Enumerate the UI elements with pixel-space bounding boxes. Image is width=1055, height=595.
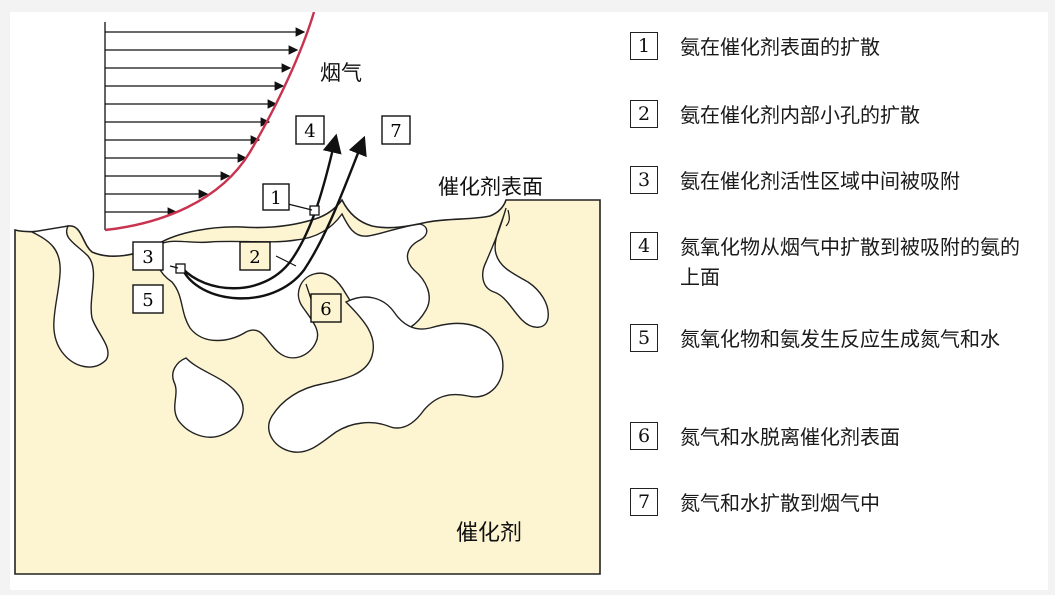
legend-item-4: 4 氮氧化物从烟气中扩散到被吸附的氨的上面 <box>630 232 1050 292</box>
step-marker-7: 7 <box>381 115 411 145</box>
legend-text: 氮氧化物从烟气中扩散到被吸附的氨的上面 <box>680 235 1020 289</box>
catalyst-surface-label: 催化剂表面 <box>438 175 543 199</box>
surface-diffusion-marker <box>309 205 320 216</box>
step-marker-4: 4 <box>295 115 325 145</box>
step-marker-2: 2 <box>239 241 271 271</box>
legend-text: 氮气和水扩散到烟气中 <box>680 491 880 515</box>
legend-number: 3 <box>630 166 658 194</box>
step-marker-1: 1 <box>262 183 290 211</box>
svg-text:1: 1 <box>270 188 281 209</box>
legend-text: 氨在催化剂活性区域中间被吸附 <box>680 169 960 193</box>
legend-text: 氨在催化剂内部小孔的扩散 <box>680 103 920 127</box>
svg-text:3: 3 <box>142 247 153 268</box>
legend-number: 2 <box>630 100 658 128</box>
adsorption-site-marker <box>175 263 186 274</box>
step-marker-3: 3 <box>132 241 164 271</box>
legend-item-3: 3 氨在催化剂活性区域中间被吸附 <box>630 166 1050 196</box>
velocity-profile-curve <box>104 12 316 232</box>
legend-item-7: 7 氮气和水扩散到烟气中 <box>630 488 1050 518</box>
legend-text: 氮气和水脱离催化剂表面 <box>680 425 900 449</box>
legend-number: 5 <box>630 324 658 352</box>
flue-gas-label: 烟气 <box>320 61 362 85</box>
legend-number: 7 <box>630 488 658 516</box>
svg-text:4: 4 <box>304 121 315 142</box>
catalyst-reaction-diagram: 1 2 3 4 5 6 7 烟气 催化剂表面 催化剂 <box>14 12 601 575</box>
legend-text: 氨在催化剂表面的扩散 <box>680 35 880 59</box>
svg-text:2: 2 <box>249 247 260 268</box>
svg-text:6: 6 <box>320 299 331 320</box>
pore-bottom <box>172 357 244 438</box>
figure-frame: 1 2 3 4 5 6 7 烟气 催化剂表面 催化剂 <box>10 12 1048 590</box>
legend-number: 6 <box>630 422 658 450</box>
step-marker-6: 6 <box>310 293 342 323</box>
legend-item-5: 5 氮氧化物和氨发生反应生成氮气和水 <box>630 324 1050 354</box>
legend-text: 氮氧化物和氨发生反应生成氮气和水 <box>680 327 1000 351</box>
pore-right <box>482 207 549 328</box>
pore-lower <box>267 296 504 453</box>
legend-item-1: 1 氨在催化剂表面的扩散 <box>630 32 1050 62</box>
legend-item-2: 2 氨在催化剂内部小孔的扩散 <box>630 100 1050 130</box>
velocity-arrows <box>105 27 306 217</box>
legend-number: 4 <box>630 232 658 260</box>
reaction-path-outer <box>180 135 367 300</box>
svg-text:7: 7 <box>390 121 401 142</box>
svg-text:5: 5 <box>142 290 153 311</box>
reaction-path-inner <box>181 133 342 290</box>
catalyst-label: 催化剂 <box>456 521 522 546</box>
step-marker-5: 5 <box>132 284 164 314</box>
pore-left <box>29 225 109 368</box>
legend-item-6: 6 氮气和水脱离催化剂表面 <box>630 422 1050 452</box>
legend-number: 1 <box>630 32 658 60</box>
